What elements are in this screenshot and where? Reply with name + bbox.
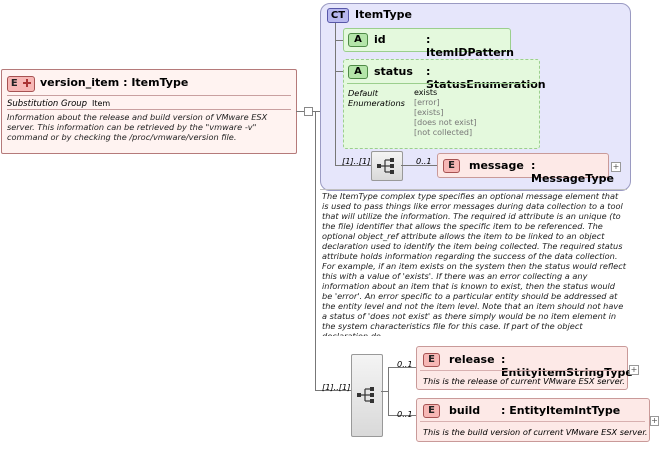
connector-line <box>335 23 336 165</box>
attribute-status-type: : StatusEnumeration <box>426 65 546 91</box>
connector-line <box>315 111 316 391</box>
connector-line <box>388 415 416 416</box>
divider <box>347 83 536 84</box>
element-tag-icon: E <box>443 159 460 173</box>
message-name: message <box>469 159 524 172</box>
divider <box>420 421 645 422</box>
connector-line <box>312 111 320 112</box>
connector-line <box>388 367 389 415</box>
connector-line <box>401 165 437 166</box>
attribute-status-name: status <box>374 65 413 78</box>
divider <box>7 109 291 110</box>
attribute-id-name: id <box>374 33 386 46</box>
build-documentation: This is the build version of current VMw… <box>423 427 648 437</box>
expand-icon[interactable]: + <box>629 365 639 375</box>
default-label: Default <box>348 88 378 98</box>
connector-line <box>388 367 416 368</box>
divider <box>7 95 291 96</box>
sequence-compositor[interactable] <box>371 151 403 181</box>
attribute-tag-icon: A <box>348 65 368 79</box>
connector-line <box>335 40 343 41</box>
connector-line <box>335 165 371 166</box>
release-documentation: This is the release of current VMware ES… <box>423 376 625 386</box>
connector-line <box>335 71 343 72</box>
message-type: : MessageType <box>531 159 614 185</box>
substitution-group-value: Item <box>92 99 111 108</box>
divider <box>320 189 627 190</box>
expand-icon[interactable]: + <box>611 162 621 172</box>
release-type: : EntityItemStringType <box>501 353 633 379</box>
complex-type-documentation: The ItemType complex type specifies an o… <box>322 191 627 336</box>
sequence-compositor[interactable] <box>351 354 383 437</box>
element-tag-icon: E <box>423 353 440 367</box>
release-name: release <box>449 353 495 366</box>
root-name: version_item <box>40 76 120 89</box>
sequence-multiplicity: [1]..[1] <box>322 382 351 392</box>
connector-line <box>315 390 351 391</box>
build-element-box[interactable]: E build : EntityItemIntType This is the … <box>416 398 650 442</box>
element-tag-icon: E <box>423 404 440 418</box>
element-tag-icon: E <box>7 76 35 92</box>
sequence-multiplicity: [1]..[1] <box>342 156 371 166</box>
enumeration-item: [error] <box>414 98 440 107</box>
substitution-group-label: Substitution Group <box>7 99 88 109</box>
build-name: build <box>449 404 481 417</box>
default-value: exists <box>414 88 438 97</box>
connector-line <box>296 111 306 112</box>
root-element-box[interactable]: E version_item : ItemType Substitution G… <box>1 69 297 154</box>
root-documentation: Information about the release and build … <box>7 112 268 142</box>
enumerations-label: Enumerations <box>348 98 405 108</box>
attribute-id-box[interactable]: A id : ItemIDPattern <box>343 28 514 59</box>
attribute-id-type: : ItemIDPattern <box>426 33 514 59</box>
plus-icon <box>23 79 32 87</box>
enumeration-item: [exists] <box>414 108 444 117</box>
enumeration-item: [does not exist] <box>414 118 477 127</box>
release-multiplicity: 0..1 <box>397 359 413 369</box>
build-multiplicity: 0..1 <box>397 409 413 419</box>
build-type: : EntityItemIntType <box>501 404 621 417</box>
message-element-box[interactable]: E message : MessageType <box>437 153 614 185</box>
complex-type-name: ItemType <box>355 8 412 21</box>
sequence-icon <box>377 158 394 174</box>
release-element-box[interactable]: E release : EntityItemStringType This is… <box>416 346 633 390</box>
attribute-status-box[interactable]: A status : StatusEnumeration Default Enu… <box>343 59 546 149</box>
complex-type-tag-icon: CT <box>327 8 349 23</box>
divider <box>420 370 623 371</box>
expand-icon[interactable]: + <box>650 416 659 426</box>
enumeration-item: [not collected] <box>414 128 473 137</box>
root-title: version_item : ItemType <box>40 76 188 89</box>
sequence-icon <box>357 387 374 403</box>
message-multiplicity: 0..1 <box>416 156 432 166</box>
connector-line <box>381 391 388 392</box>
root-type: ItemType <box>131 76 189 89</box>
attribute-tag-icon: A <box>348 33 368 47</box>
root-type-separator: : <box>123 76 128 89</box>
